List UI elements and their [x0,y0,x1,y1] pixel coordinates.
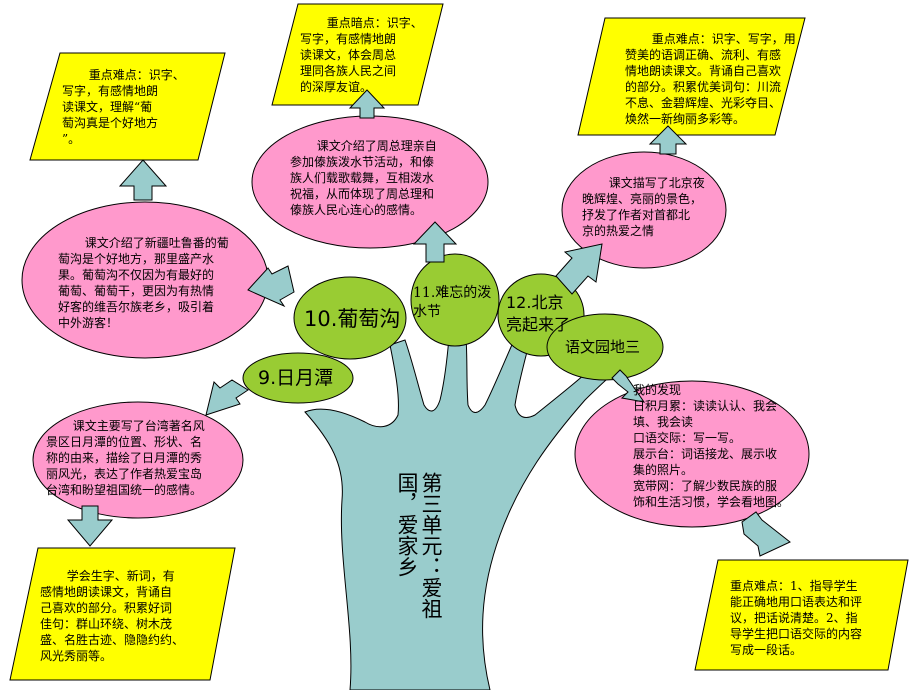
arrow-to-lesson-10 [247,265,295,308]
note-lesson-12 [577,17,806,136]
bubble-text-lesson-11: 课文介绍了周总理亲自 参加傣族泼水节活动，和傣 族人们载歌载舞，互相泼水 祝福，… [290,139,437,217]
leaf-label-lesson-10: 10.葡萄沟 [304,307,401,331]
leaf-lesson-11[interactable] [410,253,500,347]
leaf-label-lesson-12: 12.北京 亮起来了 [506,293,571,334]
bubble-text-language-garden: 我的发现 日积月累：读读认认、我会 填、我会读 口语交际：写一写。 展示台：词语… [633,383,790,509]
bubble-text-lesson-9: 课文主要写了台湾著名风 景区日月潭的位置、形状、名 称的由来，描绘了日月潭的秀 … [46,419,205,497]
leaf-label-lesson-9: 9.日月潭 [258,367,334,389]
arrow-up-lesson-11 [412,221,458,263]
unit-title: 第三单元：爱祖国，爱家乡 [395,472,443,619]
leaf-lesson-10[interactable] [293,276,407,360]
note-lesson-11 [271,3,444,106]
bubble-text-lesson-10: 课文介绍了新疆吐鲁番的葡 萄沟是个好地方，那里盛产水 果。葡萄沟不仅因为有最好的… [58,236,229,330]
arrow-to-language-garden [611,369,646,403]
note-lesson-9 [9,547,236,681]
arrow-down-lesson-9 [66,505,114,547]
bubble-language-garden [574,380,810,528]
arrow-to-lesson-12 [555,243,603,295]
note-text-lesson-9: 学会生字、新词，有 感情地朗读课文，背诵自 己喜欢的部分。积累好词 佳句：群山环… [40,569,185,663]
leaf-lesson-9[interactable] [242,352,354,404]
note-text-lesson-12: 重点难点：识字、写字，用 赞美的语调正确、流利、有感 情地朗读课文。背诵自己喜欢… [625,32,796,126]
leaf-label-language-garden: 语文园地三 [565,338,641,356]
bubble-lesson-12 [561,151,727,269]
leaf-language-garden[interactable] [546,313,664,381]
arrow-to-lesson-9 [205,379,249,416]
arrow-down-language-garden [741,511,791,557]
bubble-lesson-9 [32,401,244,519]
note-text-language-garden: 重点难点：1、指导学生 能正确地用口语表达和评 议，把话说清楚。2、指 导学生把… [730,579,863,657]
note-text-lesson-11: 重点暗点：识字、 写字，有感情地朗 读课文，体会周总 理同各族人民之间 的深厚友… [300,16,423,94]
leaf-label-lesson-11: 11.难忘的泼 水节 [413,285,492,320]
arrow-up-lesson-12-note [648,125,688,155]
arrow-up-lesson-11-note [348,89,386,119]
arrow-up-lesson-10 [118,159,168,201]
bubble-text-lesson-12: 课文描写了北京夜 晚辉煌、亮丽的景色， 抒发了作者对首都北 京的热爱之情 [582,176,705,238]
note-text-lesson-10: 重点难点：识字、 写字，有感情地朗 读课文，理解“葡 萄沟真是个好地方 ”。 [62,68,185,146]
note-language-garden [694,559,909,671]
note-lesson-10 [29,52,226,161]
